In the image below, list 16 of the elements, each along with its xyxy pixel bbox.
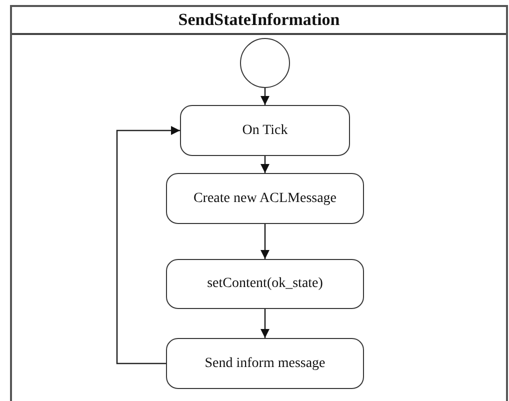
activity-box xyxy=(166,259,364,309)
arrow xyxy=(260,309,270,338)
activity-label: Create new ACLMessage xyxy=(193,190,337,206)
activity-label: Send inform message xyxy=(204,356,326,372)
activity-box xyxy=(166,173,364,224)
activity-label: setContent(ok_state) xyxy=(207,276,323,292)
activity-label: On Tick xyxy=(242,122,288,138)
frame-title: SendStateInformation xyxy=(12,7,506,35)
arrow xyxy=(260,156,270,173)
initial-state-circle xyxy=(240,38,290,88)
activity-box xyxy=(180,105,350,156)
activity-frame xyxy=(10,5,508,401)
arrow xyxy=(260,88,270,105)
arrow xyxy=(116,126,180,364)
arrow xyxy=(260,224,270,259)
activity-box xyxy=(166,338,364,389)
